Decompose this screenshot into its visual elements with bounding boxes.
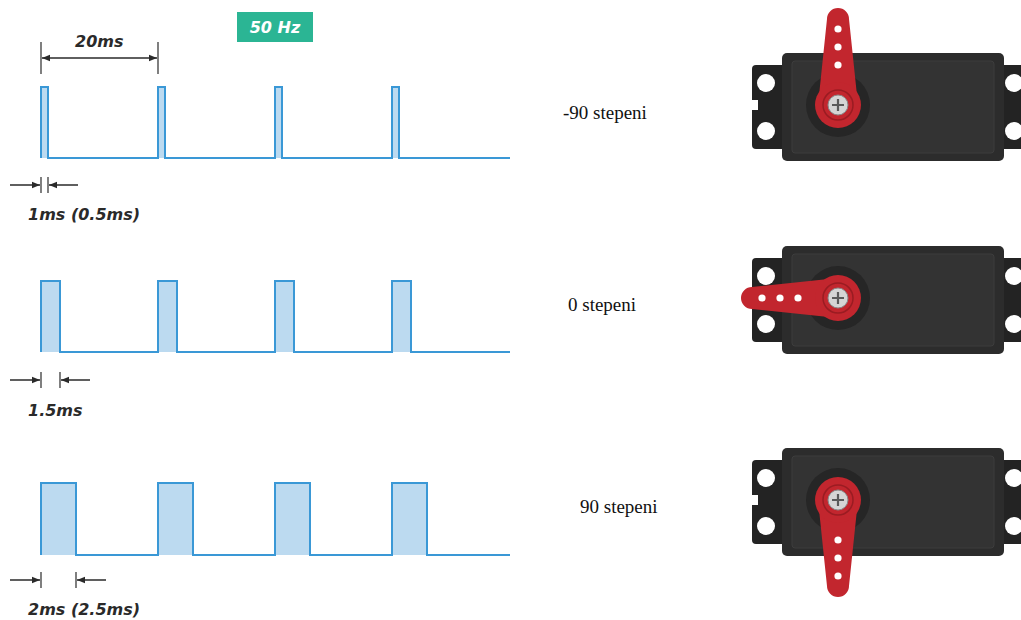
pulse-fill [392, 483, 427, 555]
pulse-fill [158, 281, 177, 352]
angle-label: 90 stepeni [580, 496, 658, 519]
pwm-waveform [41, 87, 510, 158]
period-label: 20ms [75, 32, 123, 51]
pulse-width-label: 1.5ms [28, 401, 83, 420]
pulse-fill [392, 87, 399, 158]
angle-label: -90 stepeni [563, 102, 647, 125]
pulse-fill [41, 87, 48, 158]
pulse-fill [41, 281, 60, 352]
pulse-fill [275, 281, 294, 352]
pulse-width-dimension [10, 572, 106, 588]
servo-motor [748, 448, 1021, 597]
signal-line [41, 483, 510, 555]
pulse-width-label: 1ms (0.5ms) [28, 205, 140, 224]
servo-horn [741, 275, 861, 321]
angle-label: 0 stepeni [568, 294, 636, 317]
servo-horn [815, 8, 861, 128]
pulse-fill [41, 483, 76, 555]
pulse-width-dimension [10, 372, 90, 388]
pulse-fill [158, 483, 193, 555]
pwm-waveform [41, 483, 510, 555]
signal-line [41, 281, 510, 352]
pulse-width-dimension [10, 177, 78, 193]
servo-motor [748, 8, 1021, 161]
servo-horn [815, 477, 861, 597]
pulse-fill [158, 87, 165, 158]
servo-motor [741, 246, 1021, 354]
pulse-fill [275, 87, 282, 158]
pulse-fill [392, 281, 411, 352]
pulse-width-label: 2ms (2.5ms) [28, 600, 140, 619]
frequency-badge: 50 Hz [237, 12, 313, 42]
pwm-waveform [41, 281, 510, 352]
pulse-fill [275, 483, 310, 555]
signal-line [41, 87, 510, 158]
badge-text: 50 Hz [250, 18, 301, 37]
